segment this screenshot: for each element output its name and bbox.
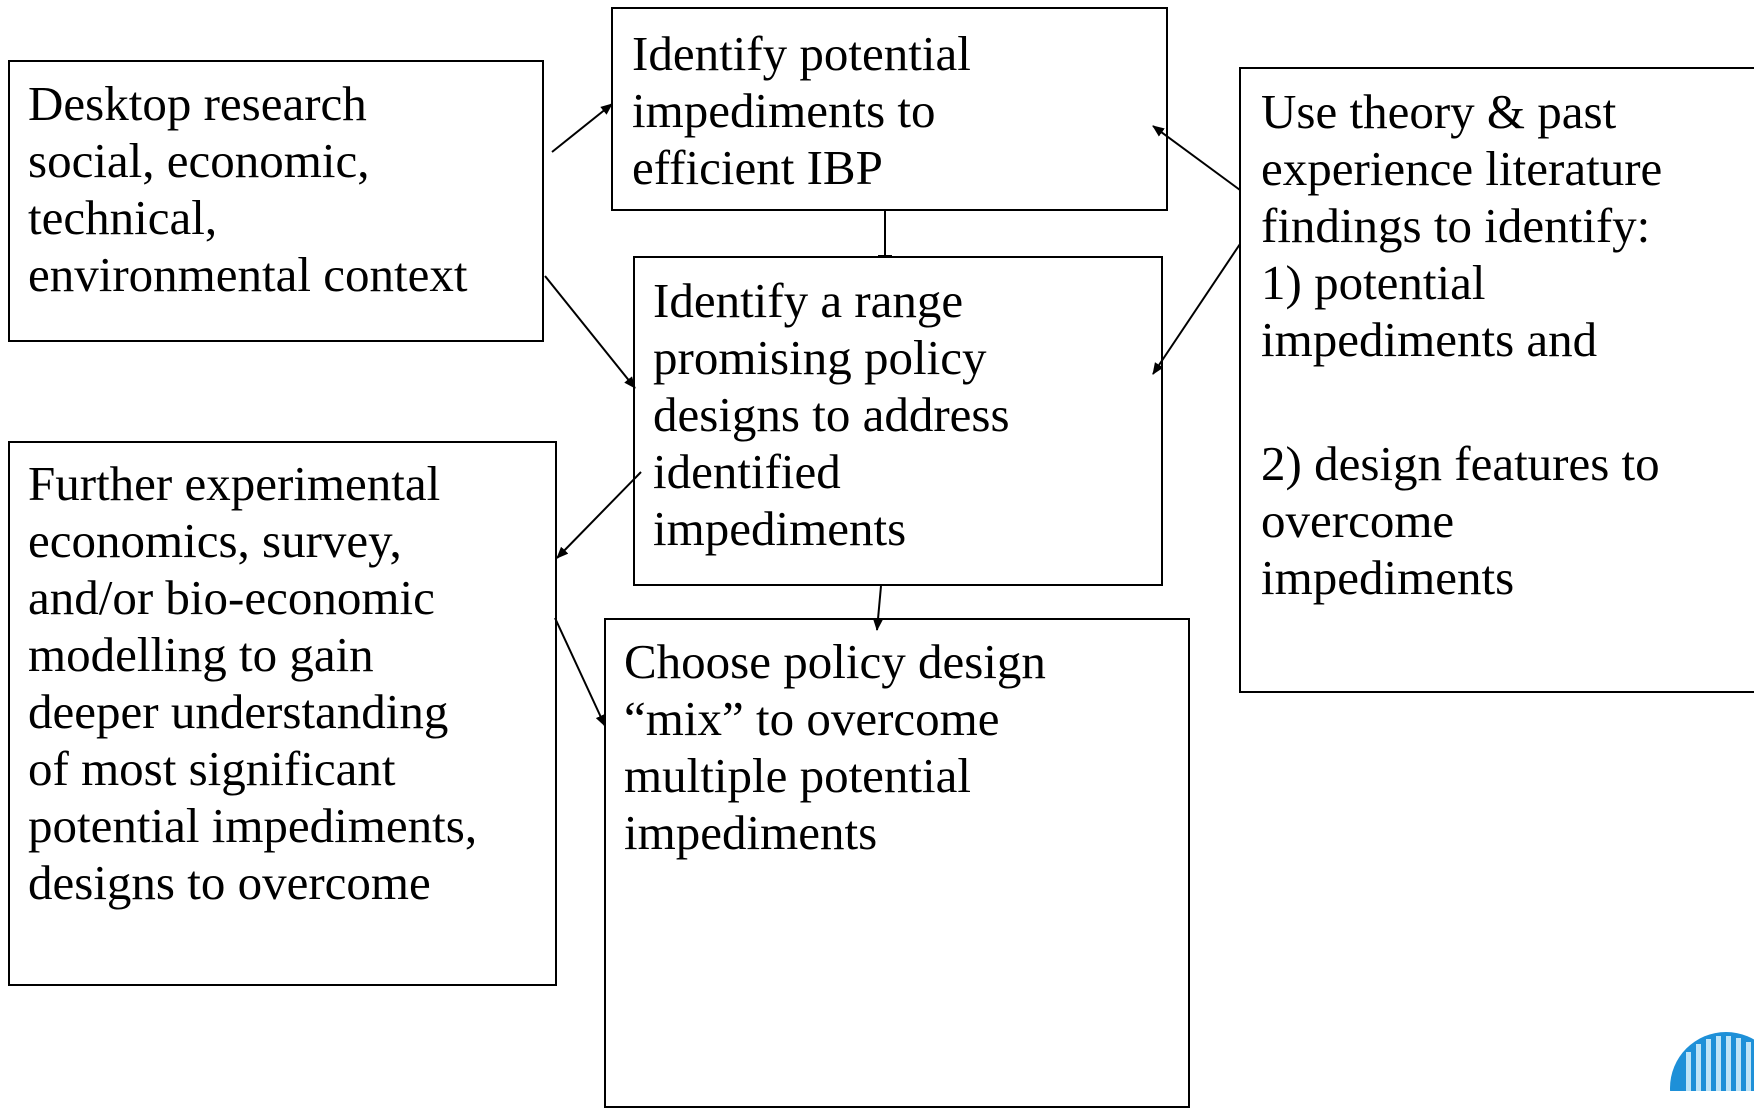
- arrow-range-to-further: [556, 471, 642, 559]
- choose-mix-text: Choose policy design “mix” to overcome m…: [624, 633, 1046, 861]
- text-line: technical,: [28, 190, 218, 245]
- text-line: Use theory & past: [1261, 84, 1617, 139]
- text-line: Desktop research: [28, 76, 367, 131]
- arrow-theory-to-identify-range: [1152, 243, 1241, 375]
- text-line: 2) design features to: [1261, 436, 1660, 491]
- theory-literature-box: [1239, 67, 1754, 693]
- desktop-research-text: Desktop research social, economic, techn…: [28, 75, 468, 303]
- text-line: identified: [653, 444, 841, 499]
- arrow-range-to-choose: [873, 585, 883, 631]
- text-line: experience literature: [1261, 141, 1663, 196]
- arrow-theory-to-identify-impediments: [1152, 125, 1241, 191]
- text-line: designs to overcome: [28, 855, 431, 910]
- text-line: impediments to: [632, 83, 936, 138]
- text-line: of most significant: [28, 741, 396, 796]
- identify-impediments-text: Identify potential impediments to effici…: [632, 25, 971, 196]
- text-line: environmental context: [28, 247, 468, 302]
- text-line: potential impediments,: [28, 798, 478, 853]
- desktop-research-box: [8, 60, 544, 342]
- text-line: findings to identify:: [1261, 198, 1651, 253]
- text-line: impediments and: [1261, 312, 1598, 367]
- text-line: multiple potential: [624, 748, 972, 803]
- further-experimental-box: [8, 441, 557, 986]
- text-line: impediments: [624, 805, 878, 860]
- text-line: Identify a range: [653, 273, 964, 328]
- theory-literature-text: Use theory & past experience literature …: [1261, 83, 1662, 368]
- text-line: designs to address: [653, 387, 1010, 442]
- text-line: overcome: [1261, 493, 1455, 548]
- text-line: promising policy: [653, 330, 987, 385]
- text-line: “mix” to overcome: [624, 691, 1000, 746]
- logo-icon: [1670, 1032, 1754, 1091]
- text-line: and/or bio-economic: [28, 570, 435, 625]
- arrow-desktop-to-identify-impediments: [551, 103, 613, 153]
- identify-impediments-box: [611, 7, 1168, 211]
- arrow-further-to-choose: [554, 617, 606, 727]
- text-line: Identify potential: [632, 26, 971, 81]
- further-experimental-text: Further experimental economics, survey, …: [28, 455, 477, 911]
- theory-literature-text-2: 2) design features to overcome impedimen…: [1261, 435, 1660, 606]
- text-line: Further experimental: [28, 456, 441, 511]
- text-line: economics, survey,: [28, 513, 402, 568]
- text-line: social, economic,: [28, 133, 370, 188]
- identify-range-box: [633, 256, 1163, 586]
- text-line: deeper understanding: [28, 684, 449, 739]
- identify-range-text: Identify a range promising policy design…: [653, 272, 1010, 557]
- text-line: modelling to gain: [28, 627, 374, 682]
- text-line: impediments: [1261, 550, 1515, 605]
- choose-mix-box: [604, 618, 1190, 1108]
- text-line: efficient IBP: [632, 140, 883, 195]
- text-line: impediments: [653, 501, 907, 556]
- text-line: Choose policy design: [624, 634, 1046, 689]
- arrow-desktop-to-identify-range: [544, 275, 636, 389]
- text-line: 1) potential: [1261, 255, 1486, 310]
